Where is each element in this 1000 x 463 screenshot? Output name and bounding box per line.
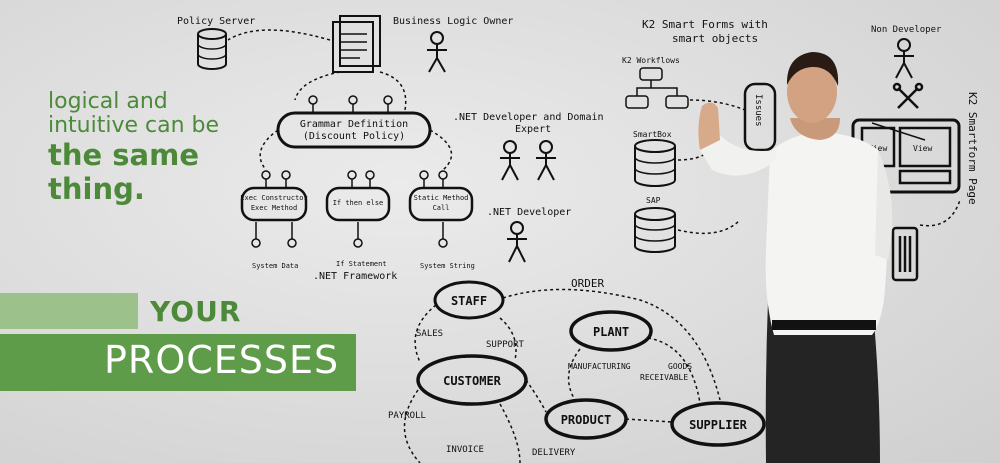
- sales-label: SALES: [416, 329, 443, 339]
- support-label: SUPPORT: [486, 340, 525, 350]
- person-icon: [427, 31, 447, 73]
- person-icon: [507, 221, 527, 263]
- tagline: logical and intuitive can be the same th…: [48, 90, 308, 206]
- net-framework-label: .NET Framework: [313, 271, 397, 282]
- net-dev-domain-label-1: .NET Developer and Domain: [453, 112, 604, 123]
- plant-label: PLANT: [593, 325, 629, 339]
- k2-smartform-page-label: K2 Smartform Page: [966, 92, 979, 205]
- supplier-node: SUPPLIER: [670, 401, 766, 447]
- connector: [294, 71, 407, 111]
- pins: [251, 170, 448, 248]
- order-label: ORDER: [571, 277, 604, 290]
- decorative-band-light: [0, 293, 138, 329]
- person-icon: [500, 140, 556, 181]
- method-nodes: Exec Constructor Exec Method If then els…: [240, 186, 474, 222]
- view-label-1: View: [868, 144, 887, 153]
- policy-server-label: Policy Server: [177, 16, 255, 27]
- system-string-label: System String: [420, 262, 475, 270]
- your-heading: YOUR: [150, 295, 242, 328]
- form-icon: [891, 226, 919, 282]
- tagline-line-2: intuitive can be: [48, 113, 220, 138]
- invoice-label: INVOICE: [446, 445, 484, 455]
- system-data-label: System Data: [252, 262, 298, 270]
- connector: [227, 29, 331, 41]
- exec-method-label: Exec Method: [251, 204, 297, 212]
- database-icon: [634, 139, 676, 187]
- manufacturing-label: MANUFACTURING: [568, 362, 631, 371]
- k2-forms-label-2: smart objects: [672, 32, 758, 45]
- issues-node: Issues: [743, 82, 777, 152]
- static-method-label: Static Method: [414, 194, 469, 202]
- non-developer-label: Non Developer: [871, 25, 942, 35]
- decorative-band-dark: [0, 334, 356, 391]
- document-icon: [332, 15, 381, 73]
- exec-constructor-label: Exec Constructor: [240, 194, 307, 202]
- person-icon: [894, 38, 914, 79]
- k2-workflows-label: K2 Workflows: [622, 56, 680, 65]
- tagline-line-1: logical and: [48, 89, 168, 114]
- smartbox-label: SmartBox: [633, 130, 672, 139]
- pins: [308, 95, 393, 113]
- staff-label: STAFF: [451, 294, 487, 308]
- tagline-bold-1: the same: [48, 138, 199, 172]
- grammar-definition-label: Grammar Definition: [300, 119, 408, 130]
- k2-forms-label-1: K2 Smart Forms with: [642, 18, 768, 31]
- net-dev-domain-label-2: Expert: [515, 124, 551, 135]
- staff-node: STAFF: [433, 280, 505, 320]
- call-label: Call: [433, 204, 450, 212]
- receivable-label: RECEIVABLE: [640, 373, 688, 382]
- sap-label: SAP: [646, 196, 661, 205]
- supplier-label: SUPPLIER: [689, 418, 748, 432]
- plant-node: PLANT: [569, 310, 653, 352]
- processes-heading: PROCESSES: [104, 338, 340, 382]
- if-then-else-label: If then else: [333, 199, 384, 207]
- customer-label: CUSTOMER: [443, 374, 502, 388]
- business-logic-owner-label: Business Logic Owner: [393, 16, 513, 27]
- connector: [259, 129, 453, 171]
- if-statement-label: If Statement: [336, 260, 387, 268]
- product-label: PRODUCT: [561, 413, 612, 427]
- process-arrows: [403, 288, 721, 463]
- view-label-2: View: [913, 144, 932, 153]
- tools-icon: [892, 82, 924, 109]
- tagline-bold-2: thing.: [48, 172, 145, 206]
- database-icon: [634, 207, 676, 253]
- delivery-label: DELIVERY: [532, 448, 576, 458]
- discount-policy-label: (Discount Policy): [303, 131, 405, 142]
- payroll-label: PAYROLL: [388, 411, 426, 421]
- connector: [919, 199, 961, 227]
- database-icon: [197, 28, 227, 70]
- goods-label: GOODS: [668, 362, 692, 371]
- net-developer-label: .NET Developer: [487, 207, 571, 218]
- workflow-icon: [625, 67, 689, 109]
- issues-label: Issues: [753, 94, 763, 127]
